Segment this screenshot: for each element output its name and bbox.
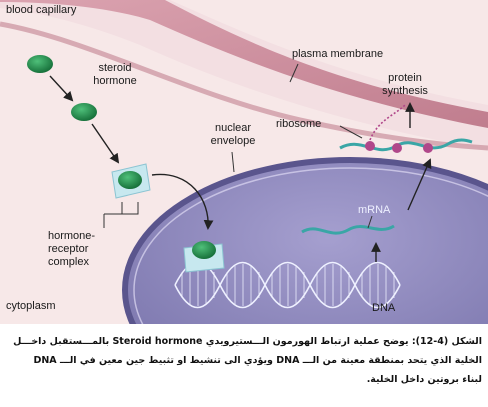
label-steroid-hormone-line1: steroid (98, 62, 132, 74)
blood-capillary (0, 0, 488, 150)
label-blood-capillary: blood capillary (6, 4, 77, 16)
steroid-hormone-diagram (0, 0, 488, 324)
caption-line-3: لبناء بروتين داخل الخلية. (366, 374, 482, 385)
caption-line-1: الشكل (4-12): يوضح عملية ارتباط الهورمون… (13, 336, 482, 347)
arrow-mrna-to-cytoplasm (407, 158, 432, 211)
label-protein-synthesis-line1: protein (388, 72, 422, 84)
dna-helix (174, 261, 401, 309)
hormone-molecule-cytoplasm (71, 103, 97, 121)
label-complex-line2: receptor (48, 243, 89, 255)
hormone-receptor-complex (111, 163, 151, 199)
label-cytoplasm: cytoplasm (6, 300, 56, 312)
mrna-pointer (367, 215, 373, 229)
label-steroid-hormone: steroid hormone (80, 62, 150, 88)
label-nuclear-envelope-line2: envelope (210, 135, 256, 147)
label-protein-synthesis: protein synthesis (370, 72, 440, 98)
label-ribosome: ribosome (276, 118, 322, 130)
label-nuclear-envelope: nuclear envelope (196, 122, 270, 148)
caption-line-2: الخلية الذي يتحد بمنطقة معينة من الـــ D… (33, 355, 482, 366)
label-complex-line1: hormone- (48, 230, 96, 242)
figure-caption: الشكل (4-12): يوضح عملية ارتباط الهورمون… (4, 332, 482, 389)
label-protein-synthesis-line2: synthesis (382, 85, 428, 97)
arrow-into-nucleus (151, 173, 214, 230)
label-hormone-receptor-complex: hormone- receptor complex (48, 230, 118, 269)
complex-bound-to-dna (183, 241, 225, 273)
label-plasma-membrane: plasma membrane (292, 48, 384, 60)
arrow-cytoplasm-to-receptor (91, 123, 120, 164)
label-steroid-hormone-line2: hormone (93, 75, 137, 87)
plasma-membrane-line (0, 21, 488, 151)
protein-chain (369, 104, 406, 141)
hormone-molecule-capillary (27, 55, 53, 73)
mrna-strand (301, 224, 395, 235)
label-dna: DNA (372, 302, 396, 314)
complex-bracket (104, 202, 139, 215)
label-complex-line3: complex (48, 256, 89, 268)
nucleus (125, 160, 488, 324)
plasma-membrane-pointer (289, 63, 299, 83)
ribosome-pointer (339, 125, 363, 139)
label-mrna: mRNA (358, 204, 391, 216)
nuclear-envelope-pointer (231, 151, 235, 173)
capillary-wall (0, 0, 488, 128)
ribosomes (365, 141, 433, 153)
label-nuclear-envelope-line1: nuclear (214, 122, 252, 134)
arrow-capillary-to-cytoplasm (49, 75, 74, 102)
nuclear-envelope (122, 157, 488, 324)
